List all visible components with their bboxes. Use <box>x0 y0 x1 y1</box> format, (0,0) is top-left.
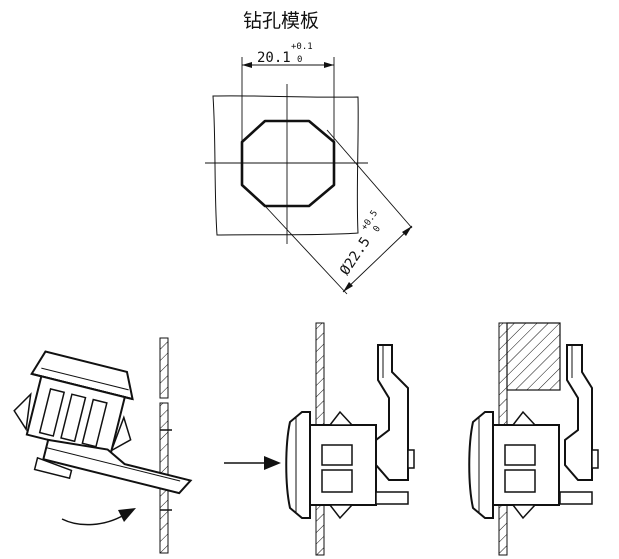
step3-cabinet-block <box>506 322 561 391</box>
width-tolerance-lower: 0 <box>297 55 302 65</box>
width-arrow-right <box>324 62 334 68</box>
step3-cam <box>564 344 593 481</box>
diameter-value: Ø22.5 <box>337 234 374 278</box>
rotation-arrow <box>61 514 125 526</box>
width-arrow-left <box>242 62 252 68</box>
rotation-arrowhead <box>118 508 136 522</box>
step1-panel-wall <box>159 337 172 554</box>
step2-installed <box>285 322 415 556</box>
step3-installed-with-cabinet <box>468 322 599 556</box>
width-tolerance-upper: +0.1 <box>291 42 313 52</box>
step2-cam <box>375 344 409 481</box>
step2-bezel <box>285 411 311 519</box>
diameter-tolerance-lower: 0 <box>372 224 383 234</box>
drill-template: 钻孔模板 20.1 +0.1 0 Ø22.5 +0.5 0 <box>205 10 413 295</box>
width-value: 20.1 <box>257 50 291 66</box>
octagon-hole <box>240 119 336 208</box>
diameter-dim-line <box>342 225 413 293</box>
step3-bezel <box>468 411 494 519</box>
panel-outline <box>212 95 359 236</box>
template-title: 钻孔模板 <box>243 10 319 32</box>
diameter-ext-1 <box>326 129 413 229</box>
step1-lock-body <box>13 350 193 495</box>
diameter-ext-2 <box>264 205 348 295</box>
diameter-arrow-1 <box>343 282 353 292</box>
step1-insertion <box>13 337 193 554</box>
diameter-arrow-2 <box>402 226 412 236</box>
step-arrowhead <box>264 456 281 470</box>
